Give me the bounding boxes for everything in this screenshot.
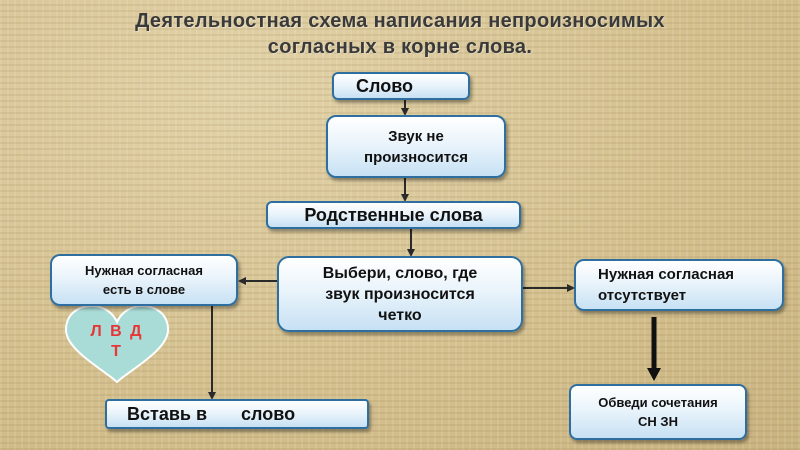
node-vstav-part-1: Вставь в bbox=[127, 403, 208, 424]
diagram-title: Деятельностная схема написания непроизно… bbox=[0, 8, 800, 60]
node-est-line-2: есть в слове bbox=[102, 282, 186, 297]
node-zvuk-ne-proiznositsya: Звук не произносится bbox=[326, 115, 506, 178]
arrow-otsut-to-obvedi-head bbox=[647, 368, 661, 381]
title-line-2: согласных в корне слова. bbox=[267, 36, 533, 58]
node-rodstvennye-slova: Родственные слова bbox=[266, 201, 521, 229]
heart-letters: Л В Д Т bbox=[84, 322, 150, 362]
node-zvuk-line-1: Звук не bbox=[388, 127, 444, 145]
node-vyberi-slovo: Выбери, слово, где звук произносится чет… bbox=[277, 256, 523, 332]
node-obvedi-sochetaniya: Обведи сочетания СН ЗН bbox=[569, 384, 747, 440]
heart-letters-line-1: Л В Д bbox=[90, 323, 144, 340]
node-slovo: Слово bbox=[332, 72, 470, 100]
node-otsut-line-1: Нужная согласная bbox=[598, 266, 735, 283]
node-rodstvennye-label: Родственные слова bbox=[304, 204, 483, 225]
title-line-1: Деятельностная схема написания непроизно… bbox=[135, 10, 665, 32]
node-vstav-v-slovo: Вставь в слово bbox=[105, 399, 369, 429]
node-obvedi-line-1: Обведи сочетания bbox=[598, 395, 718, 410]
node-vyberi-line-3: четко bbox=[378, 306, 422, 324]
node-slovo-label: Слово bbox=[356, 75, 414, 96]
node-zvuk-line-2: произносится bbox=[364, 148, 468, 166]
node-vyberi-line-1: Выбери, слово, где bbox=[322, 264, 478, 282]
heart-shape bbox=[64, 304, 170, 384]
node-obvedi-line-2: СН ЗН bbox=[638, 414, 678, 429]
node-otsut-line-2: отсутствует bbox=[598, 287, 687, 304]
node-est-line-1: Нужная согласная bbox=[85, 263, 203, 278]
node-vyberi-line-2: звук произносится bbox=[325, 285, 475, 303]
heart-letters-line-2: Т bbox=[111, 343, 123, 360]
node-soglasnaya-est: Нужная согласная есть в слове bbox=[50, 254, 238, 306]
node-soglasnaya-otsutstvuet: Нужная согласная отсутствует bbox=[574, 259, 784, 311]
node-vstav-part-2: слово bbox=[241, 403, 296, 424]
